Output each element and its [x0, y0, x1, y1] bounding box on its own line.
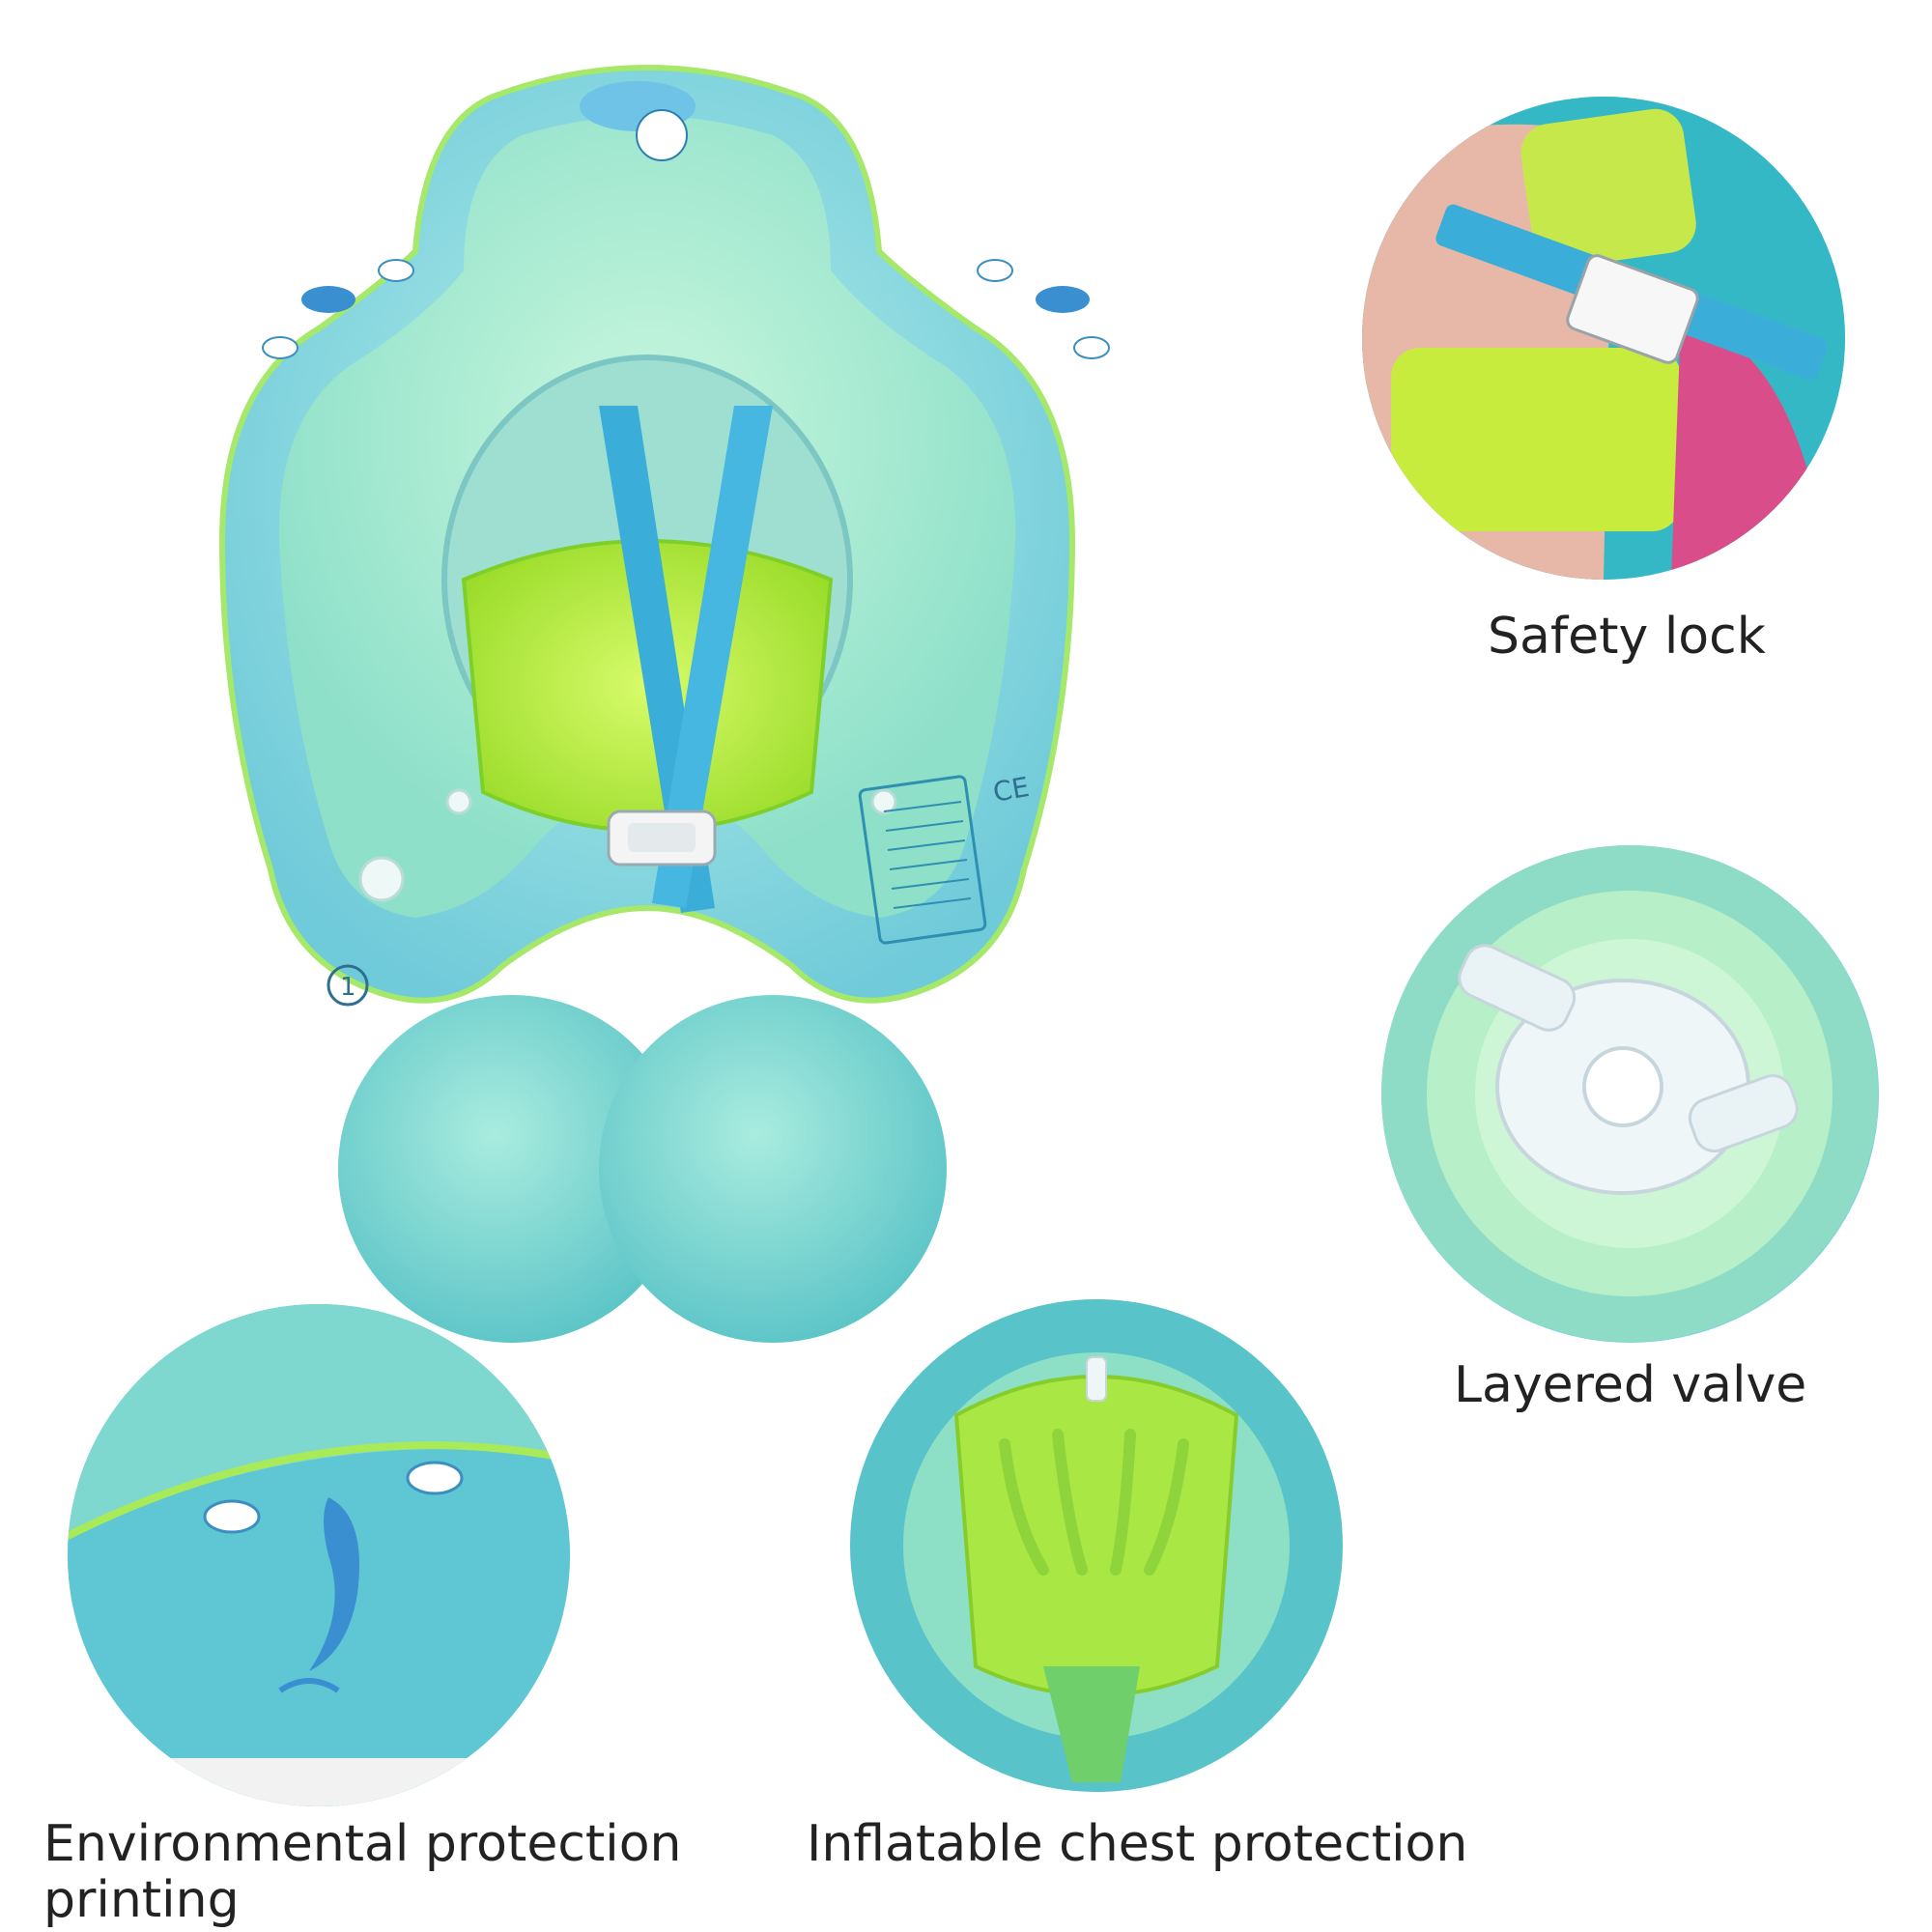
detail-chest-protection-photo [850, 1299, 1343, 1792]
chamber-number: 1 [340, 973, 356, 1002]
detail-safety-lock-photo [1362, 97, 1845, 580]
valve-icon [1086, 1356, 1107, 1402]
valve-icon [870, 788, 897, 815]
detail-printing-photo [68, 1304, 570, 1806]
label-lines [883, 801, 972, 909]
strap-right [652, 406, 773, 908]
chest-protection-closeup [850, 1299, 1343, 1792]
printing-closeup [68, 1304, 570, 1806]
safety-lock-closeup [1362, 97, 1845, 580]
leg-cushion-left [338, 995, 686, 1343]
detail-layered-valve-photo [1381, 845, 1879, 1343]
buckle-icon [607, 810, 717, 867]
caption-layered-valve: Layered valve [1454, 1356, 1807, 1414]
leg-cushion-right [599, 995, 947, 1343]
product-photo-main: CE 1 [174, 39, 1121, 1352]
valve-icon [445, 788, 472, 815]
valve-closeup [1381, 845, 1878, 1342]
baby-swim-float-illustration: CE 1 [218, 65, 1110, 1343]
cloud-icon [203, 1461, 464, 1534]
caption-inflatable-chest: Inflatable chest protection [807, 1815, 1468, 1873]
warning-label [858, 775, 987, 945]
buckle-icon [1566, 254, 1699, 364]
water-splash-icon [278, 1678, 340, 1693]
dolphin-icon [309, 1497, 359, 1671]
chamber-number-badge [327, 964, 369, 1007]
caption-safety-lock: Safety lock [1488, 608, 1766, 666]
valve-icon [358, 856, 405, 902]
whale-icon [580, 81, 696, 161]
cloud-icon [262, 259, 1110, 359]
valve-icon [1458, 944, 1799, 1195]
ce-mark: CE [990, 771, 1031, 809]
caption-environmental-printing: Environmental protection printing [43, 1815, 682, 1930]
dolphin-icon [301, 286, 1090, 313]
